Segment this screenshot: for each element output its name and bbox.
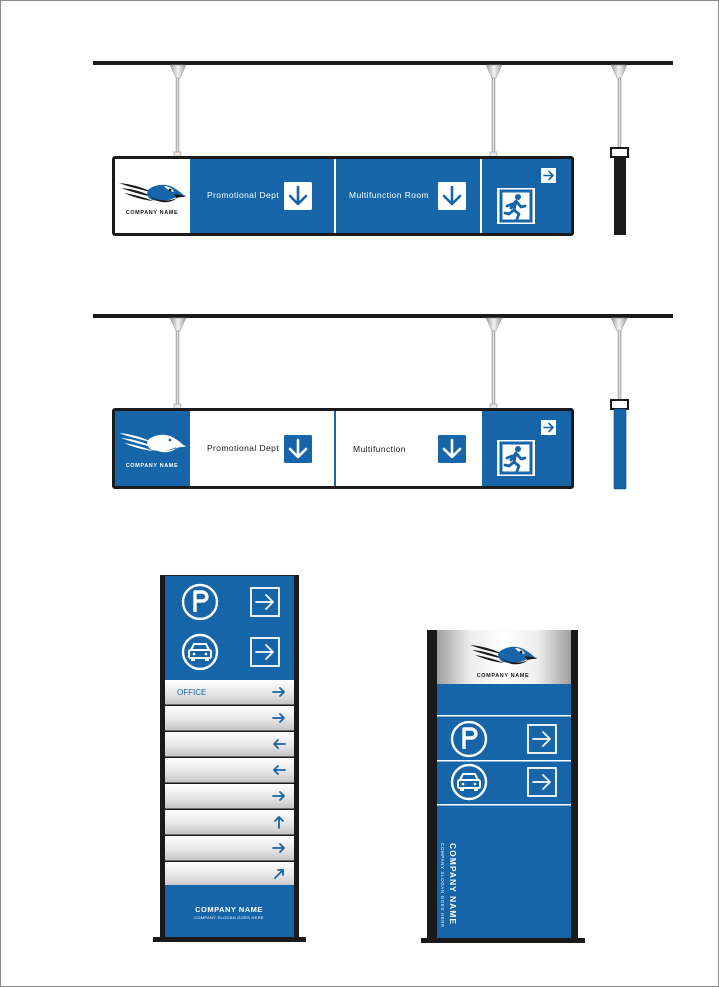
directory-row: OFFICE <box>165 680 294 705</box>
parking-totem: COMPANY NAME COMPANY NAME COMPANY SLOGAN… <box>421 630 585 943</box>
arrow-down-icon <box>436 180 468 212</box>
totem-base <box>153 937 306 942</box>
directory-row <box>165 810 294 835</box>
emergency-exit-icon <box>495 186 537 226</box>
directory-row-panel <box>165 732 294 757</box>
directory-list: OFFICE <box>165 680 294 887</box>
company-slogan: COMPANY SLOGAN GOES HERE <box>194 915 264 920</box>
directory-row <box>165 706 294 731</box>
arrow-right-icon <box>272 791 285 801</box>
totem-base <box>421 938 585 943</box>
arrow-up-right-icon <box>274 869 284 879</box>
parking-icon <box>450 720 488 758</box>
side-view-sign-2 <box>610 399 629 490</box>
emergency-exit-icon <box>495 438 537 478</box>
side-view-sign-1 <box>610 147 629 235</box>
promotional-dept-label: Promotional Dept <box>207 190 279 200</box>
company-name: COMPANY NAME <box>126 463 179 469</box>
suspension-rods <box>169 64 628 163</box>
vertical-company-slogan: COMPANY SLOGAN GOES HERE <box>440 843 445 928</box>
directory-row-panel <box>165 810 294 835</box>
hanging-sign-2: COMPANY NAME Promotional Dept Multifunct… <box>93 314 673 490</box>
arrow-right-icon <box>272 843 285 853</box>
car-icon <box>181 633 219 671</box>
arrow-right-icon <box>540 167 557 184</box>
directory-row <box>165 732 294 757</box>
arrow-left-icon <box>273 765 286 775</box>
arrow-right-icon <box>272 687 285 697</box>
suspension-rods <box>169 317 628 415</box>
directory-row-label: OFFICE <box>177 688 206 697</box>
hanging-sign-1: COMPANY NAME Promotional Dept Multifunct… <box>93 61 673 236</box>
directory-totem: OFFICE COMPANY NAME COMPANY SLOGAN GOES … <box>153 575 306 942</box>
multifunction-room-label: Multifunction Room <box>349 190 429 200</box>
arrow-right-icon <box>272 713 285 723</box>
arrow-down-icon <box>436 433 468 465</box>
parking-icon <box>181 583 219 621</box>
ceiling-rail <box>93 314 673 318</box>
arrow-left-icon <box>273 739 286 749</box>
vertical-company-name: COMPANY NAME <box>448 843 458 925</box>
company-name: COMPANY NAME <box>477 673 530 679</box>
arrow-right-icon <box>540 419 557 436</box>
car-icon <box>450 763 488 801</box>
directory-row <box>165 836 294 861</box>
directory-row-panel <box>165 862 294 887</box>
arrow-right-icon <box>250 587 280 617</box>
directory-row <box>165 758 294 783</box>
arrow-right-icon <box>527 724 557 754</box>
ceiling-rail <box>93 61 673 65</box>
company-name: COMPANY NAME <box>126 210 179 216</box>
arrow-right-icon <box>527 767 557 797</box>
company-name: COMPANY NAME <box>195 905 263 914</box>
directory-row-panel <box>165 758 294 783</box>
promotional-dept-label: Promotional Dept <box>207 443 279 453</box>
arrow-up-icon <box>274 816 284 829</box>
arrow-right-icon <box>250 637 280 667</box>
directory-row <box>165 862 294 887</box>
arrow-down-icon <box>282 180 314 212</box>
arrow-down-icon <box>282 433 314 465</box>
multifunction-label: Multifunction <box>353 444 406 454</box>
directory-row <box>165 784 294 809</box>
